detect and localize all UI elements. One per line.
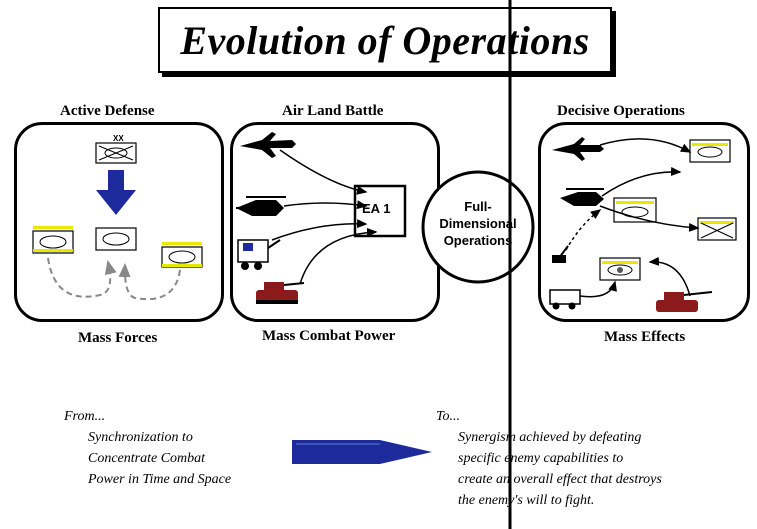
mass-effects-label: Mass Effects (604, 329, 686, 345)
to-line-4: the enemy's will to fight. (458, 493, 595, 508)
unit-center-icon (95, 227, 137, 251)
unit-left-icon (32, 226, 74, 254)
from-heading: From... (64, 409, 106, 424)
fire-arrows (271, 149, 378, 285)
to-line-2: specific enemy capabilities to (458, 451, 624, 466)
target-unit-right-icon (697, 217, 737, 241)
artillery-icon (237, 239, 281, 270)
from-line-2: Concentrate Combat (88, 451, 206, 466)
to-line-1: Synergism achieved by defeating (458, 430, 642, 445)
page-title: Evolution of Operations (180, 17, 590, 63)
to-block: To... Synergism achieved by defeating sp… (436, 406, 662, 511)
do-helicopter-icon (560, 188, 604, 206)
decisive-operations-label: Decisive Operations (557, 103, 685, 119)
from-block: From... Synchronization to Concentrate C… (64, 406, 231, 490)
from-line-1: Synchronization to (88, 430, 193, 445)
from-to-arrow-icon (292, 440, 432, 464)
tank-icon (256, 282, 305, 304)
title-box: Evolution of Operations (158, 7, 612, 73)
engagement-area-label: EA 1 (362, 201, 390, 216)
target-unit-low-icon (599, 257, 641, 281)
counterattack-arrows (47, 257, 181, 301)
do-tank-icon (656, 291, 713, 312)
full-dimensional-circle (421, 170, 535, 284)
to-heading: To... (436, 409, 461, 424)
unit-right-icon (161, 242, 203, 268)
from-line-3: Power in Time and Space (88, 472, 232, 487)
do-vehicle-icon (549, 289, 581, 310)
full-dimensional-text: Full- Dimensional Operations (439, 199, 517, 248)
target-unit-mid-icon (613, 197, 657, 223)
mass-combat-power-label: Mass Combat Power (262, 328, 396, 344)
target-unit-top-icon (689, 139, 731, 163)
fighter-jet-icon (240, 132, 296, 158)
helicopter-icon (236, 196, 286, 216)
active-defense-label: Active Defense (60, 103, 155, 119)
svg-text:XX: XX (113, 134, 124, 143)
do-artillery-icon (552, 245, 569, 263)
effect-arrows (565, 138, 700, 298)
to-line-3: create an overall effect that destroys (458, 472, 662, 487)
blue-down-arrow-icon (96, 170, 136, 215)
air-land-battle-label: Air Land Battle (282, 103, 384, 119)
mass-forces-label: Mass Forces (78, 330, 158, 346)
enemy-division-icon: XX (95, 134, 137, 164)
do-jet-icon (552, 137, 604, 161)
